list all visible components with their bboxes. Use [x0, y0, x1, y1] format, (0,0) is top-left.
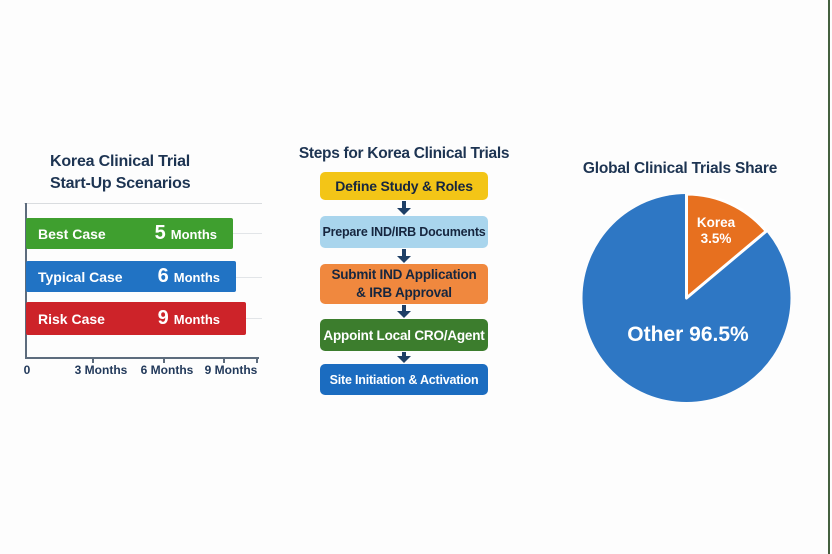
pie-chart-svg: [582, 192, 791, 402]
bar-value-number: 5: [154, 222, 166, 244]
bar-risk-case: Risk Case 9 Months: [26, 302, 246, 335]
bar-typical-case: Typical Case 6 Months: [26, 261, 236, 292]
pie-label-korea-name: Korea: [696, 215, 736, 230]
pie-label-korea: Korea 3.5%: [680, 215, 752, 247]
pie-slice-korea: [685, 192, 768, 300]
pie-label-other: Other 96.5%: [627, 323, 749, 346]
pie-chart-title: Global Clinical Trials Share: [582, 160, 778, 177]
step-label-line2: & IRB Approval: [356, 285, 452, 300]
flowchart-step-site-initiation: Site Initiation & Activation: [320, 364, 488, 395]
x-tick-label-6-months: 6 Months: [140, 363, 194, 377]
bar-value-number: 9: [157, 307, 169, 329]
down-arrow-icon: [397, 305, 411, 318]
bar-chart-title-line1: Korea Clinical Trial: [50, 153, 191, 170]
x-axis-tick: [92, 358, 94, 363]
bar-value-unit: Months: [173, 312, 220, 327]
x-tick-label-9-months: 9 Months: [204, 363, 258, 377]
x-axis-tick: [223, 358, 225, 363]
x-axis-tick: [163, 358, 165, 363]
x-axis-line: [25, 357, 259, 359]
step-label-line1: Submit IND Application: [331, 267, 477, 282]
pie-chart: [579, 190, 795, 406]
bar-value: 6 Months: [158, 265, 220, 288]
flowchart-step-define-study: Define Study & Roles: [320, 172, 488, 200]
bar-best-case: Best Case 5 Months: [26, 218, 233, 249]
flowchart-step-appoint-cro: Appoint Local CRO/Agent: [320, 319, 488, 351]
pie-label-korea-pct: 3.5%: [700, 231, 732, 246]
x-axis-tick: [256, 358, 258, 363]
down-arrow-icon: [397, 249, 411, 263]
bar-value-unit: Months: [170, 227, 217, 242]
right-edge-line: [828, 0, 830, 554]
bar-label: Risk Case: [38, 310, 105, 327]
step-label: Define Study & Roles: [335, 178, 473, 194]
down-arrow-icon: [397, 201, 411, 215]
x-tick-label-0: 0: [23, 363, 31, 377]
flowchart-step-prepare-documents: Prepare IND/IRB Documents: [320, 216, 488, 248]
x-tick-label-3-months: 3 Months: [74, 363, 128, 377]
bar-value-number: 6: [157, 265, 169, 287]
bar-value: 9 Months: [158, 307, 220, 330]
step-label: Site Initiation & Activation: [329, 372, 479, 387]
chart-top-gridline: [24, 203, 262, 204]
bar-label: Typical Case: [38, 268, 123, 285]
down-arrow-icon: [397, 352, 411, 363]
bar-chart-title-line2: Start-Up Scenarios: [50, 175, 191, 192]
bar-chart-title: Korea Clinical Trial Start-Up Scenarios: [50, 151, 250, 195]
bar-value-unit: Months: [173, 270, 220, 285]
flowchart-title: Steps for Korea Clinical Trials: [298, 145, 510, 162]
flowchart-step-submit-ind: Submit IND Application & IRB Approval: [320, 264, 488, 304]
step-label: Prepare IND/IRB Documents: [322, 225, 486, 239]
bar-label: Best Case: [38, 225, 106, 242]
step-label: Appoint Local CRO/Agent: [323, 327, 485, 343]
bar-value: 5 Months: [155, 222, 217, 245]
